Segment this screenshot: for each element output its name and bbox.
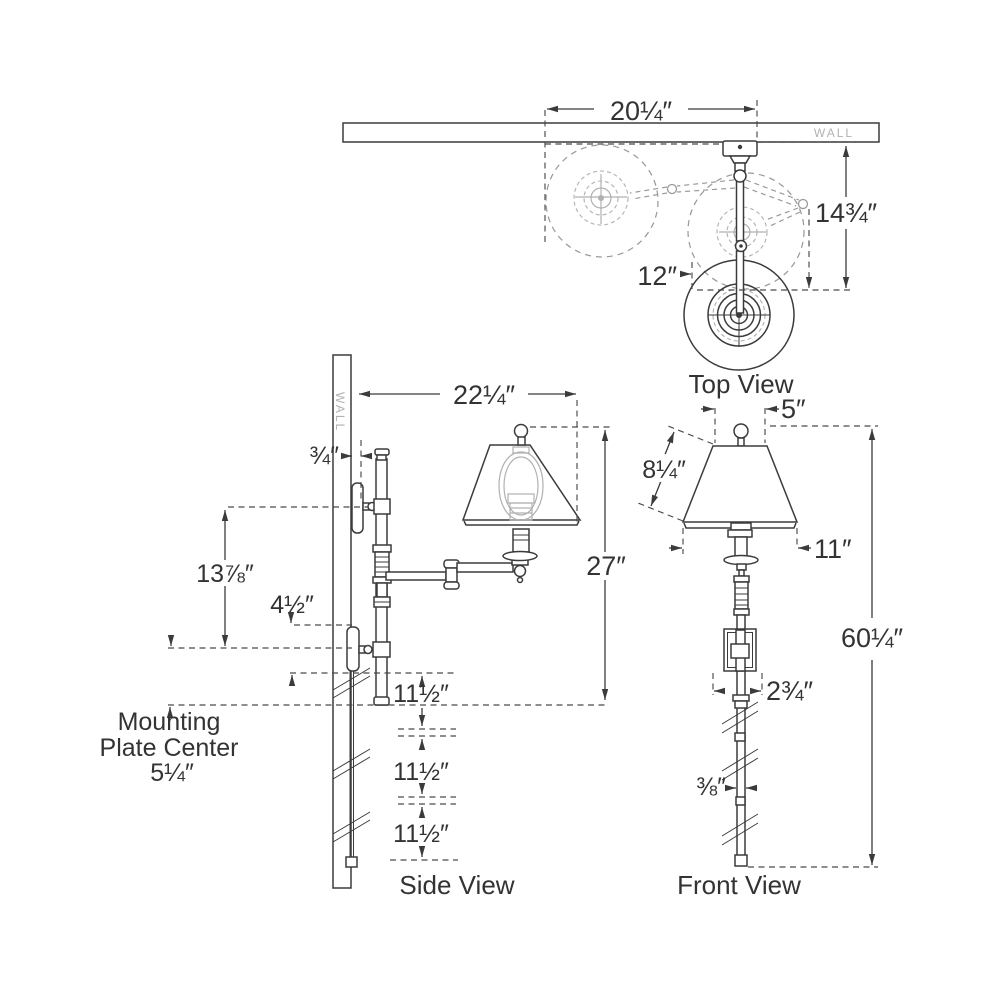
upper-backplate (351, 482, 391, 534)
dim-bracket-width-label: 2¾″ (766, 676, 814, 706)
dim-shade-bottom-width-label: 11″ (814, 534, 852, 564)
lamp-front-view (681, 423, 799, 867)
wall-section-top (342, 122, 880, 143)
dim-extension-label: 22¼″ (453, 380, 516, 410)
wall-section-side (332, 354, 352, 889)
dim-shade-offset-label: 12″ (637, 261, 677, 291)
break-marks-side (332, 667, 371, 843)
dim-cord-1-label: 11½″ (393, 680, 449, 708)
dim-bracket-width: 2¾″ (712, 673, 814, 706)
caption-front-view: Front View (677, 870, 801, 900)
dim-top-span-label: 20¼″ (610, 96, 673, 126)
dim-cord-sections: 11½″ 11½″ 11½″ (290, 672, 458, 861)
swing-position-left (545, 144, 659, 258)
dim-mount-to-front: 14¾″ (697, 146, 879, 291)
dim-shade-to-pole-bottom-label: 27″ (586, 551, 626, 581)
dim-plate-depth: ¾″ (309, 440, 372, 502)
mounting-note-line1: Mounting (118, 708, 221, 736)
break-marks-front (721, 701, 759, 846)
dim-top-span: 20¼″ (547, 96, 755, 126)
top-view: WALL (342, 96, 880, 399)
dim-shade-top-width-label: 5″ (781, 394, 806, 424)
dim-shade-to-pole-bottom: 27″ (530, 426, 628, 700)
dim-overall-height: 60¼″ (748, 425, 905, 868)
dim-shade-top-width: 5″ (701, 394, 806, 443)
dim-plate-to-pole-label: 4½″ (270, 591, 314, 619)
lower-backplate (346, 626, 391, 672)
caption-side-view: Side View (399, 870, 514, 900)
swing-arm-side-view (385, 559, 514, 590)
dim-pole-width: ⅜″ (696, 773, 757, 801)
dim-pole-width-label: ⅜″ (696, 773, 726, 801)
wall-reference-dashes (544, 100, 857, 243)
left-arm-pivot (666, 183, 678, 195)
side-view: WALL (100, 354, 628, 900)
dim-plate-spacing: 13⅞″ (168, 506, 368, 649)
mounting-note-value: 5¼″ (150, 759, 194, 787)
dim-plate-depth-label: ¾″ (309, 442, 339, 470)
wall-mount-top-view (722, 140, 758, 314)
swing-arms-dashed (629, 179, 813, 288)
lamp-side-view (461, 423, 582, 584)
mounting-note-line2: Plate Center (100, 734, 239, 762)
front-view: 5″ 8¼″ 11″ 60¼″ (637, 394, 905, 900)
dim-extension: 22¼″ (359, 380, 578, 525)
dim-plate-to-pole: 4½″ (270, 591, 352, 686)
dim-shade-bottom-width: 11″ (669, 528, 852, 564)
wall-label-top: WALL (814, 126, 854, 140)
dim-mount-to-front-label: 14¾″ (815, 198, 878, 228)
caption-top-view: Top View (688, 369, 793, 399)
dim-overall-height-label: 60¼″ (841, 623, 904, 653)
dim-shade-slant-label: 8¼″ (642, 456, 686, 484)
dim-cord-3-label: 11½″ (393, 820, 449, 848)
dim-shade-slant: 8¼″ (637, 425, 714, 522)
right-arm-pivot (797, 198, 809, 210)
dim-shade-offset: 12″ (637, 261, 693, 291)
dim-cord-2-label: 11½″ (393, 758, 449, 786)
wall-label-side: WALL (333, 392, 347, 432)
dim-plate-spacing-label: 13⅞″ (196, 560, 254, 588)
cord-side-view (345, 670, 358, 868)
mounting-plate-note: Mounting Plate Center 5¼″ (100, 635, 607, 787)
